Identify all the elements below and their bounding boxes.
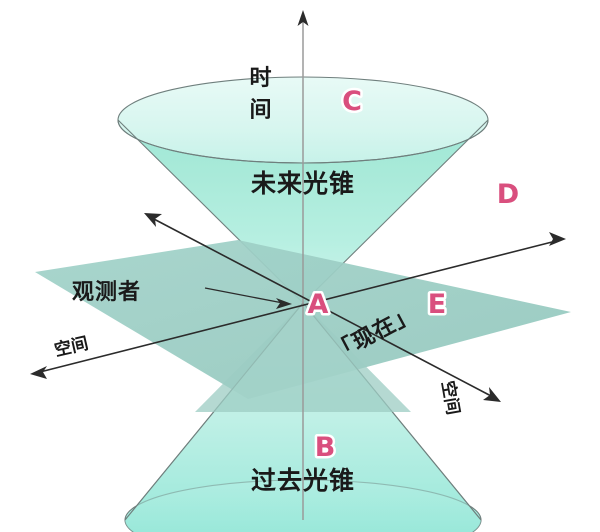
future-cone-label: 未来光锥 [251, 169, 355, 198]
marker-C[interactable]: C [340, 84, 365, 120]
marker-A[interactable]: A [305, 287, 331, 323]
time-axis-arrowhead [297, 10, 309, 26]
time-axis-label-char-2: 间 [249, 98, 272, 123]
space-axis-depth-line [151, 217, 494, 398]
space-axis-primary [30, 232, 566, 379]
past-cone-label: 过去光锥 [251, 466, 355, 495]
observer-label: 观测者 [72, 280, 141, 305]
marker-B[interactable]: B [312, 430, 338, 466]
observer-leader-arrowhead [276, 298, 292, 309]
observer-leader-line [204, 287, 284, 304]
time-axis-label-char-1: 时 [249, 66, 272, 91]
space-axis-primary-arrow-right [549, 232, 566, 246]
space-axis-depth [144, 213, 501, 402]
marker-D[interactable]: D [494, 177, 521, 213]
space-axis-depth-arrow-downright [483, 387, 501, 402]
marker-E[interactable]: E [425, 287, 448, 323]
space-label-left: 空间 [52, 333, 90, 361]
time-axis [297, 10, 309, 520]
space-axis-depth-arrow-upleft [144, 213, 162, 227]
observer-leader [204, 287, 292, 309]
space-axis-primary-arrow-left [30, 366, 47, 379]
space-axis-primary-line [39, 240, 557, 373]
space-label-right: 空间 [437, 379, 464, 416]
